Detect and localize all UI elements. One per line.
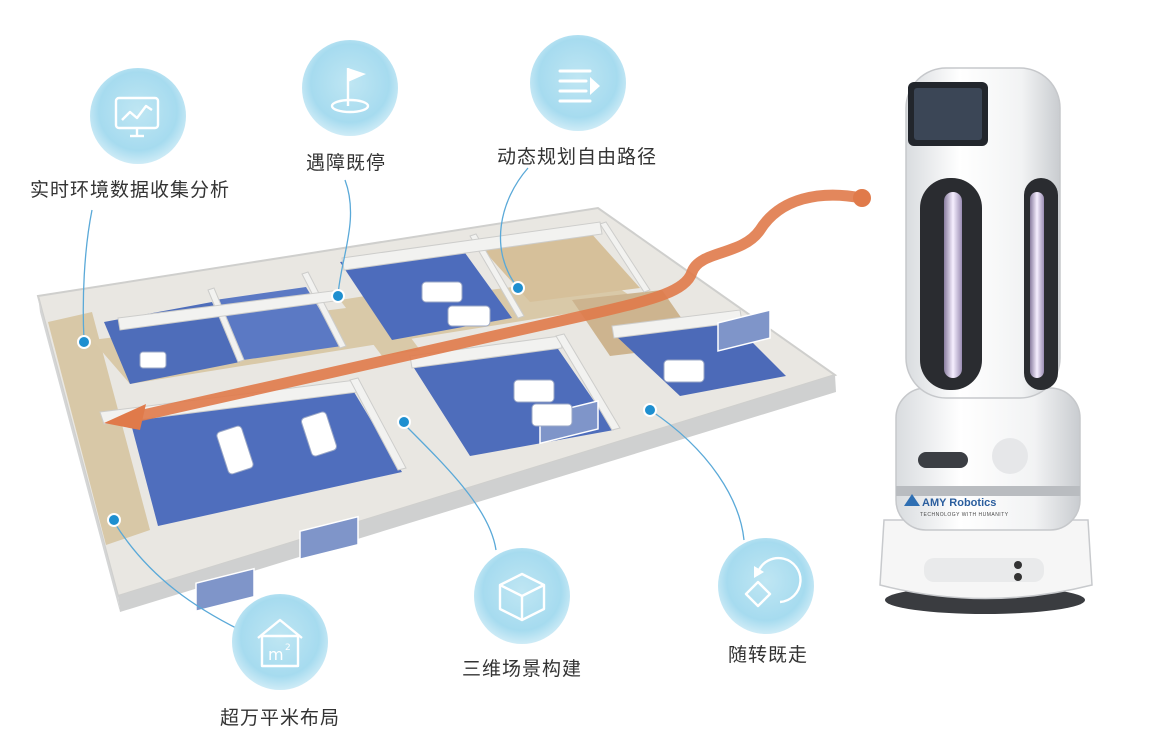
square-meter-house-icon: m 2 (232, 594, 328, 690)
leader-lines (82, 167, 745, 631)
anchor-dots (77, 281, 657, 527)
route-arrow (104, 189, 871, 430)
feature-label: 动态规划自由路径 (497, 146, 658, 168)
feature-label: 超万平米布局 (220, 707, 341, 729)
feature-label: 实时环境数据收集分析 (30, 179, 231, 201)
monitor-chart-icon (90, 68, 186, 164)
robot-brand: AMY Robotics (922, 497, 997, 509)
robot-tagline: TECHNOLOGY WITH HUMANITY (920, 512, 1009, 518)
rotate-diamond-icon (718, 538, 814, 634)
flag-icon (302, 40, 398, 136)
route-list-icon (530, 35, 626, 131)
feature-label: 遇障既停 (306, 152, 387, 174)
cube-icon (474, 548, 570, 644)
svg-text:2: 2 (285, 643, 291, 653)
feature-label: 三维场景构建 (462, 658, 583, 680)
feature-label: 随转既走 (728, 644, 809, 666)
svg-text:m: m (268, 645, 284, 664)
disinfection-robot (879, 67, 1093, 614)
